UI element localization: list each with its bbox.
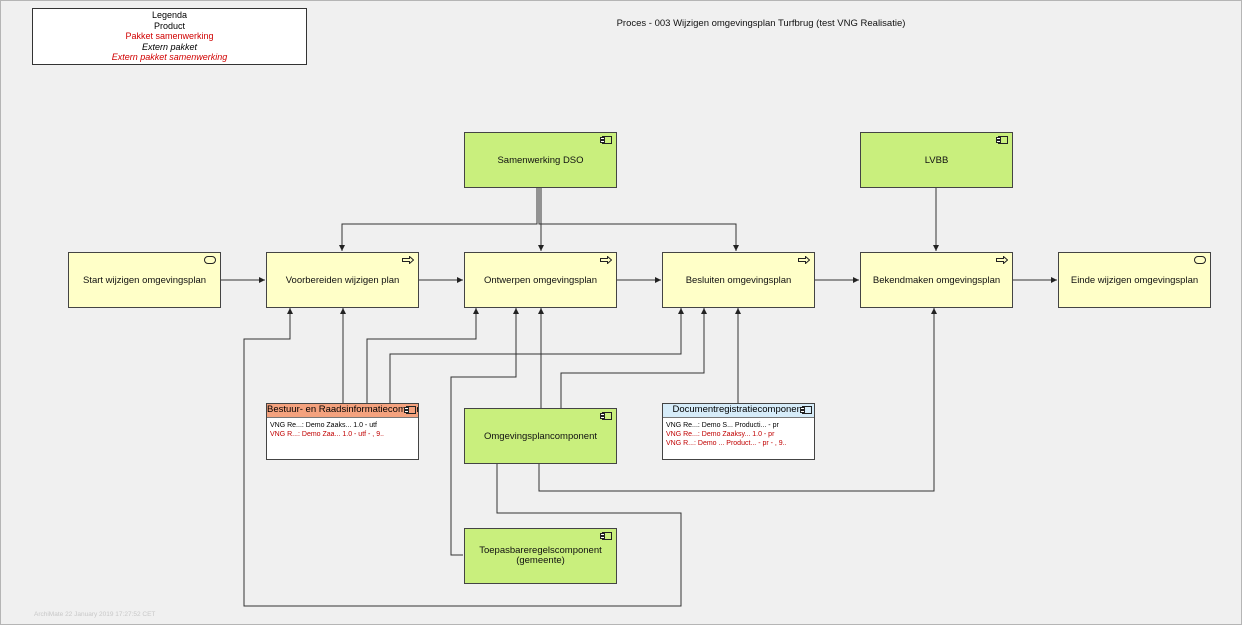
event-icon (1194, 256, 1206, 264)
process-start-label: Start wijzigen omgevingsplan (82, 274, 207, 286)
process-arrow-icon (402, 256, 414, 264)
card-documentregistratie-header: Documentregistratiecomponent (663, 404, 814, 418)
process-einde[interactable]: Einde wijzigen omgevingsplan (1058, 252, 1211, 308)
legend-extern-pakket: Extern pakket (141, 41, 198, 52)
card-bestuur-row: VNG R...: Demo Zaa... 1.0 - utf - , 9.. (270, 431, 384, 438)
component-toepasbareregels-sublabel: (gemeente) (516, 555, 565, 566)
process-arrow-icon (996, 256, 1008, 264)
serve-dso-besluiten (538, 188, 739, 251)
process-besluiten[interactable]: Besluiten omgevingsplan (662, 252, 815, 308)
process-voorbereiden[interactable]: Voorbereiden wijzigen plan (266, 252, 419, 308)
footer-timestamp: ArchiMate 22 January 2019 17:27:52 CET (34, 611, 156, 618)
component-omgevingsplan-label: Omgevingsplancomponent (483, 430, 597, 442)
card-bestuur-row: VNG Re...: Demo Zaaks... 1.0 - utf (270, 422, 377, 429)
component-samenwerking-dso[interactable]: Samenwerking DSO (464, 132, 617, 188)
process-einde-label: Einde wijzigen omgevingsplan (1070, 274, 1199, 286)
legend-product: Product (153, 20, 186, 31)
legend-heading: Legenda (151, 10, 188, 20)
process-bekendmaken[interactable]: Bekendmaken omgevingsplan (860, 252, 1013, 308)
serve-omgevingsplan-voorbereiden (243, 308, 682, 607)
process-ontwerpen[interactable]: Ontwerpen omgevingsplan (464, 252, 617, 308)
card-documentregistratie-row: VNG R...: Demo ... Product... - pr - , 9… (666, 440, 787, 447)
component-icon (600, 136, 612, 144)
component-toepasbareregels-label: Toepasbareregelscomponent (479, 545, 602, 556)
process-bekendmaken-label: Bekendmaken omgevingsplan (872, 274, 1001, 286)
process-arrow-icon (798, 256, 810, 264)
diagram-title: Proces - 003 Wijzigen omgevingsplan Turf… (616, 18, 906, 29)
process-arrow-icon (600, 256, 612, 264)
serve-bestuur-ontwerpen (366, 308, 479, 403)
component-icon (404, 406, 416, 414)
process-voorbereiden-label: Voorbereiden wijzigen plan (285, 274, 400, 286)
legend-box: Legenda Product Pakket samenwerking Exte… (32, 8, 307, 65)
serve-toepasbareregels-ontwerpen (450, 308, 519, 556)
component-samenwerking-dso-label: Samenwerking DSO (497, 154, 584, 166)
process-besluiten-label: Besluiten omgevingsplan (685, 274, 792, 286)
serve-dso-voorbereiden (339, 188, 538, 251)
card-documentregistratie-title: Documentregistratiecomponent (672, 404, 805, 415)
card-documentregistratie-row: VNG Re...: Demo S... Producti... - pr (666, 422, 779, 429)
serve-omgevingsplan-bekendmaken (538, 308, 937, 492)
component-icon (996, 136, 1008, 144)
legend-extern-pakket-samenwerking: Extern pakket samenwerking (111, 52, 228, 62)
card-bestuur-header: Bestuur- en Raadsinformatiecomponent (267, 404, 418, 418)
component-icon (600, 412, 612, 420)
card-bestuur-title: Bestuur- en Raadsinformatiecomponent (267, 404, 418, 415)
process-start[interactable]: Start wijzigen omgevingsplan (68, 252, 221, 308)
card-documentregistratie[interactable]: Documentregistratiecomponent VNG Re...: … (662, 403, 815, 460)
component-icon (800, 406, 812, 414)
component-lvbb[interactable]: LVBB (860, 132, 1013, 188)
component-lvbb-label: LVBB (924, 154, 949, 166)
component-omgevingsplan[interactable]: Omgevingsplancomponent (464, 408, 617, 464)
component-icon (600, 532, 612, 540)
serve-omgevingsplan-besluiten (560, 308, 707, 408)
process-ontwerpen-label: Ontwerpen omgevingsplan (483, 274, 597, 286)
component-toepasbareregels[interactable]: Toepasbareregelscomponent (gemeente) (464, 528, 617, 584)
card-documentregistratie-row: VNG Re...: Demo Zaaksy... 1.0 - pr (666, 431, 775, 438)
legend-pakket-samenwerking: Pakket samenwerking (125, 31, 214, 41)
event-icon (204, 256, 216, 264)
serve-bestuur-besluiten (389, 308, 684, 403)
card-bestuur-raadsinformatie[interactable]: Bestuur- en Raadsinformatiecomponent VNG… (266, 403, 419, 460)
